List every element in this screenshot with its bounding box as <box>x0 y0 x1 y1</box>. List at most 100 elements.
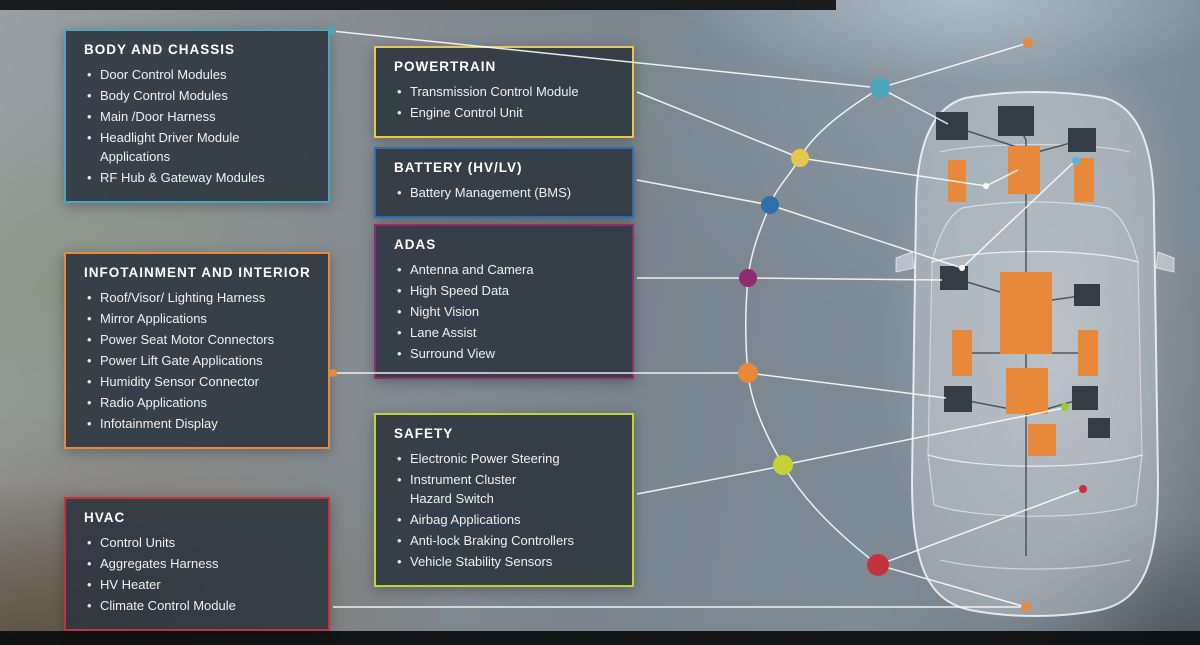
car-hood-line <box>939 143 1131 153</box>
category-item: Mirror Applications <box>87 309 314 328</box>
line-adas-to-car <box>747 277 943 281</box>
category-item: RF Hub & Gateway Modules <box>87 168 314 187</box>
category-list: Antenna and Camera High Speed Data Night… <box>392 260 618 363</box>
node-battery <box>761 196 779 214</box>
category-item: Power Lift Gate Applications <box>87 351 314 370</box>
category-item: Control Units <box>87 533 314 552</box>
node-powertrain <box>791 149 809 167</box>
category-item: Climate Control Module <box>87 596 314 615</box>
ecu-module <box>944 386 972 412</box>
ecu-module <box>1068 128 1096 152</box>
line-safety-to-node <box>636 465 784 495</box>
orange-component <box>1000 272 1052 354</box>
category-item: Transmission Control Module <box>397 82 618 101</box>
category-item: Lane Assist <box>397 323 618 342</box>
ecu-module <box>940 266 968 290</box>
category-box-infotainment-and-interior: INFOTAINMENT AND INTERIOR Roof/Visor/ Li… <box>64 252 330 449</box>
bottom-edge-bar <box>0 631 1200 645</box>
category-item: Antenna and Camera <box>397 260 618 279</box>
car-harness-lines <box>951 120 1088 556</box>
node-adas <box>739 269 757 287</box>
node-body-and-chassis <box>870 78 890 98</box>
category-title: SAFETY <box>394 426 454 441</box>
category-item: Humidity Sensor Connector <box>87 372 314 391</box>
line-hvac-to-car <box>877 488 1083 566</box>
orange-component <box>1074 158 1094 202</box>
category-box-safety: SAFETY Electronic Power Steering Instrum… <box>374 413 634 587</box>
category-item: Surround View <box>397 344 618 363</box>
dot-light-blue <box>1072 157 1080 165</box>
line-infotainment-to-car <box>747 372 947 399</box>
category-title: POWERTRAIN <box>394 59 497 74</box>
line-body-node-tail <box>879 42 1029 89</box>
car-windshield <box>931 201 1139 263</box>
ecu-module <box>1072 386 1098 410</box>
category-list: Roof/Visor/ Lighting Harness Mirror Appl… <box>82 288 314 433</box>
line-body-to-car <box>879 87 949 125</box>
dot-junction-1 <box>983 183 989 189</box>
category-title: BODY AND CHASSIS <box>84 42 236 57</box>
category-list: Control Units Aggregates Harness HV Heat… <box>82 533 314 615</box>
category-item: Power Seat Motor Connectors <box>87 330 314 349</box>
orange-component <box>948 160 966 202</box>
category-box-body-and-chassis: BODY AND CHASSIS Door Control Modules Bo… <box>64 29 330 203</box>
line-powertrain-to-node <box>636 91 801 159</box>
car-mirror-right <box>1155 251 1175 273</box>
car-roof <box>927 250 1143 467</box>
category-list: Battery Management (BMS) <box>392 183 618 202</box>
category-box-powertrain: POWERTRAIN Transmission Control Module E… <box>374 46 634 138</box>
node-hvac <box>867 554 889 576</box>
category-item: High Speed Data <box>397 281 618 300</box>
category-box-hvac: HVAC Control Units Aggregates Harness HV… <box>64 497 330 631</box>
category-list: Transmission Control Module Engine Contr… <box>392 82 618 122</box>
category-item: Electronic Power Steering <box>397 449 618 468</box>
orange-component <box>1008 146 1040 194</box>
category-item: Roof/Visor/ Lighting Harness <box>87 288 314 307</box>
car-mirror-left <box>895 251 915 273</box>
ecu-module <box>936 112 968 140</box>
line-safety-to-car <box>782 407 1065 466</box>
orange-component <box>952 330 972 376</box>
category-item: HV Heater <box>87 575 314 594</box>
category-box-adas: ADAS Antenna and Camera High Speed Data … <box>374 224 634 379</box>
dot-orange-top <box>1023 38 1033 48</box>
orange-component <box>1078 330 1098 376</box>
category-box-battery: BATTERY (HV/LV) Battery Management (BMS) <box>374 147 634 218</box>
car-components-orange <box>948 146 1098 456</box>
ecu-module <box>1074 284 1100 306</box>
dot-orange-bottom <box>1021 602 1031 612</box>
node-infotainment <box>738 363 758 383</box>
line-powertrain-to-car <box>799 157 1019 187</box>
category-title: INFOTAINMENT AND INTERIOR <box>84 265 311 280</box>
category-item: Aggregates Harness <box>87 554 314 573</box>
category-list: Door Control Modules Body Control Module… <box>82 65 314 187</box>
ecu-module <box>998 106 1034 136</box>
category-title: BATTERY (HV/LV) <box>394 160 523 175</box>
dot-green <box>1061 403 1069 411</box>
car-illustration <box>895 91 1175 617</box>
category-item: Airbag Applications <box>397 510 618 529</box>
category-item: Anti-lock Braking Controllers <box>397 531 618 550</box>
ecu-module <box>1088 418 1110 438</box>
node-safety <box>773 455 793 475</box>
arc-through-nodes <box>745 87 881 566</box>
category-list: Electronic Power Steering Instrument Clu… <box>392 449 618 571</box>
category-item: Vehicle Stability Sensors <box>397 552 618 571</box>
category-item: Radio Applications <box>87 393 314 412</box>
line-hvac-node-tail <box>877 564 1027 608</box>
category-item: Door Control Modules <box>87 65 314 84</box>
category-item: Main /Door Harness <box>87 107 314 126</box>
category-title: ADAS <box>394 237 437 252</box>
line-battery-to-car <box>769 161 1075 269</box>
orange-component <box>1006 368 1048 414</box>
category-item: Headlight Driver Module Applications <box>87 128 314 166</box>
car-components-dark <box>936 106 1110 438</box>
category-item: Body Control Modules <box>87 86 314 105</box>
category-item: Night Vision <box>397 302 618 321</box>
category-item: Instrument Cluster Hazard Switch <box>397 470 618 508</box>
top-edge-bar <box>0 0 836 10</box>
category-item: Infotainment Display <box>87 414 314 433</box>
car-outline <box>910 91 1160 617</box>
car-rear-window <box>927 454 1143 517</box>
car-trunk-line <box>939 559 1131 570</box>
